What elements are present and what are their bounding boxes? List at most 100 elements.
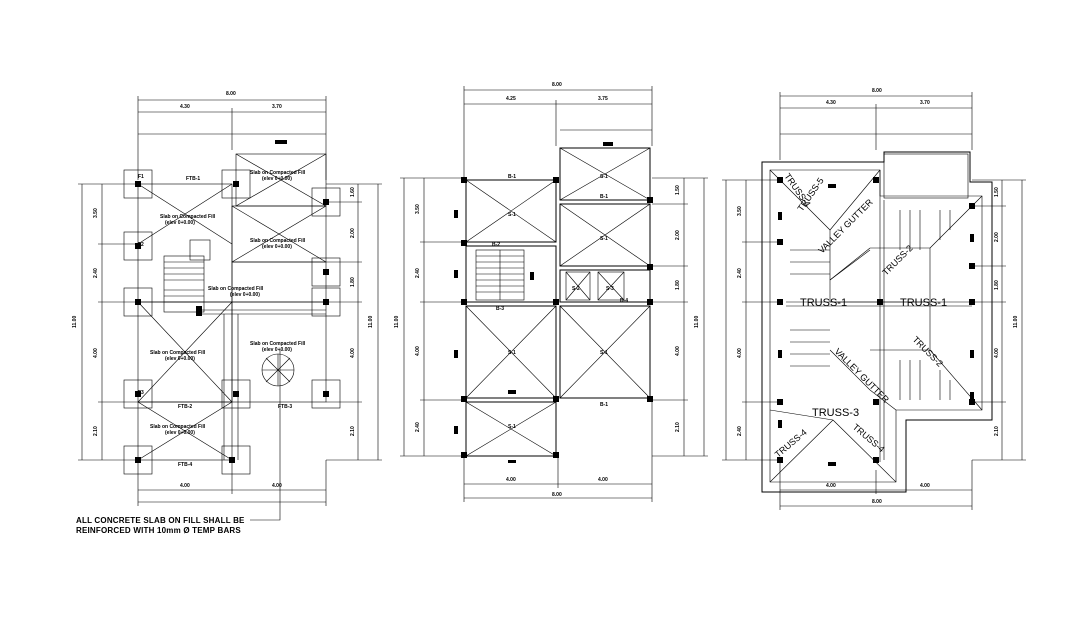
frame-dim-left-1: 3.50 [415,204,421,214]
dim-right-5: 2.10 [350,426,356,436]
foundation-footings [123,140,341,475]
slab-tag-6: S-1 [508,424,516,430]
truss-label-4c: TRUSS-4 [851,422,887,454]
framing-members [454,142,653,463]
framing-right-dimensions: 11.00 1.50 2.00 1.80 4.00 2.10 [652,177,708,457]
roof-dim-left-2: 2.40 [737,268,743,278]
truss-label-3: TRUSS-3 [812,407,859,419]
dim-right-3: 1.80 [350,277,356,287]
roof-bottom-dimensions: 4.00 4.00 8.00 [779,460,973,510]
roof-right-dimensions: 11.00 1.50 2.00 1.80 4.00 2.10 [972,179,1026,461]
dim-right-2: 2.00 [350,228,356,238]
dim-right-total: 11.00 [368,316,374,328]
dim-top-total: 8.00 [226,91,236,97]
foundation-slab-outline [137,153,327,461]
dim-left-2: 2.40 [93,268,99,278]
roof-dim-right-4: 4.00 [994,348,1000,358]
frame-dim-bottom-right: 4.00 [598,477,608,483]
foundation-note: ALL CONCRETE SLAB ON FILL SHALL BE REINF… [76,516,266,536]
dim-left-total: 11.00 [72,316,78,328]
dim-left-1: 3.50 [93,208,99,218]
framing-plan: 8.00 4.25 3.75 11.00 3.50 2.40 4.00 2.40 [394,82,708,502]
frame-dim-top-left: 4.25 [506,96,516,102]
slab-tag-5: S-1 [600,350,608,356]
roof-dim-top-total: 8.00 [872,88,882,94]
frame-dim-right-1: 1.50 [675,185,681,195]
slab-tag-7: S-2 [572,286,580,292]
footing-tag-6: FTB-3 [278,404,292,410]
slab-sub-7: (elev 0+0.00) [165,430,195,436]
dim-left-3: 4.00 [93,348,99,358]
valley-gutter-top: VALLEY GUTTER [816,197,875,256]
slab-tag-8: S-3 [606,286,614,292]
frame-dim-left-3: 4.00 [415,346,421,356]
frame-dim-right-4: 4.00 [675,346,681,356]
frame-dim-left-2: 2.40 [415,268,421,278]
foundation-plan: 8.00 4.30 3.70 11.00 3.50 2.40 4.00 2.10 [72,91,382,521]
roof-dim-left-3: 4.00 [737,348,743,358]
framing-top-dimensions: 8.00 4.25 3.75 [463,82,653,178]
roof-dim-left-4: 2.40 [737,426,743,436]
slab-label-3: Slab on Compacted Fill [250,238,306,244]
slab-tag-2: S-1 [600,174,608,180]
truss-label-1-right: TRUSS-1 [900,297,947,309]
slab-label-5: Slab on Compacted Fill [150,350,206,356]
roof-plan: 8.00 4.30 3.70 3.50 2.40 4.00 2.40 [722,88,1026,510]
frame-dim-right-total: 11.00 [694,316,700,328]
note-leader [250,350,281,521]
slab-label-6: Slab on Compacted Fill [250,341,306,347]
slab-sub-4: (elev 0+0.00) [230,292,260,298]
roof-dim-right-1: 1.50 [994,187,1000,197]
beam-tag-2: B-1 [600,194,608,200]
foundation-left-dimensions: 11.00 3.50 2.40 4.00 2.10 [72,183,138,461]
foundation-right-dimensions: 11.00 1.60 2.00 1.80 4.00 2.10 [326,183,382,461]
dim-left-4: 2.10 [93,426,99,436]
frame-dim-left-4: 2.40 [415,422,421,432]
dim-right-1: 1.60 [350,187,356,197]
slab-tag-1: S-1 [508,212,516,218]
footing-tag-7: FTB-4 [178,462,192,468]
frame-dim-right-3: 1.80 [675,280,681,290]
frame-dim-bottom-left: 4.00 [506,477,516,483]
footing-tag-3: F3 [138,390,144,396]
slab-tag-4: S-1 [508,350,516,356]
slab-sub-3: (elev 0+0.00) [262,244,292,250]
slab-sub-5: (elev 0+0.00) [165,356,195,362]
roof-dim-right-total: 11.00 [1013,316,1019,328]
slab-label-1: Slab on Compacted Fill [160,214,216,220]
truss-label-4b: TRUSS-4 [773,427,809,459]
roof-dim-right-3: 1.80 [994,280,1000,290]
framing-labels: B-1 B-1 B-2 B-3 B-1 B-4 S-1 S-1 S-1 S-1 … [492,174,628,430]
slab-label-2: Slab on Compacted Fill [250,170,306,176]
slab-label-4: Slab on Compacted Fill [208,286,264,292]
footing-tag-2: F2 [138,242,144,248]
framing-left-dimensions: 11.00 3.50 2.40 4.00 2.40 [394,177,464,457]
roof-dim-top-left: 4.30 [826,100,836,106]
dim-top-left: 4.30 [180,104,190,110]
slab-sub-2: (elev 0+0.00) [262,176,292,182]
foundation-top-dimensions: 8.00 4.30 3.70 [137,91,327,180]
beam-tag-6: B-4 [620,298,628,304]
roof-dim-right-2: 2.00 [994,232,1000,242]
slab-sub-1: (elev 0+0.00) [165,220,195,226]
roof-dim-right-5: 2.10 [994,426,1000,436]
roof-dim-top-right: 3.70 [920,100,930,106]
roof-outline [761,151,993,493]
truss-label-2b: TRUSS-2 [911,334,945,368]
beam-tag-1: B-1 [508,174,516,180]
slab-label-7: Slab on Compacted Fill [150,424,206,430]
roof-dim-bottom-total: 8.00 [872,499,882,505]
truss-label-1-left: TRUSS-1 [800,297,847,309]
foundation-labels: Slab on Compacted Fill Slab on Compacted… [138,170,306,468]
frame-dim-top-right: 3.75 [598,96,608,102]
slab-sub-6: (elev 0+0.00) [262,347,292,353]
frame-dim-right-5: 2.10 [675,422,681,432]
roof-left-dimensions: 3.50 2.40 4.00 2.40 [722,179,780,461]
roof-labels: TRUSS-1 TRUSS-1 TRUSS-3 TRUSS-4 TRUSS-5 … [773,171,947,459]
dim-bottom-left: 4.00 [180,483,190,489]
frame-dim-top-total: 8.00 [552,82,562,88]
footing-tag-5: FTB-2 [178,404,192,410]
dim-top-right: 3.70 [272,104,282,110]
beam-tag-3: B-2 [492,242,500,248]
